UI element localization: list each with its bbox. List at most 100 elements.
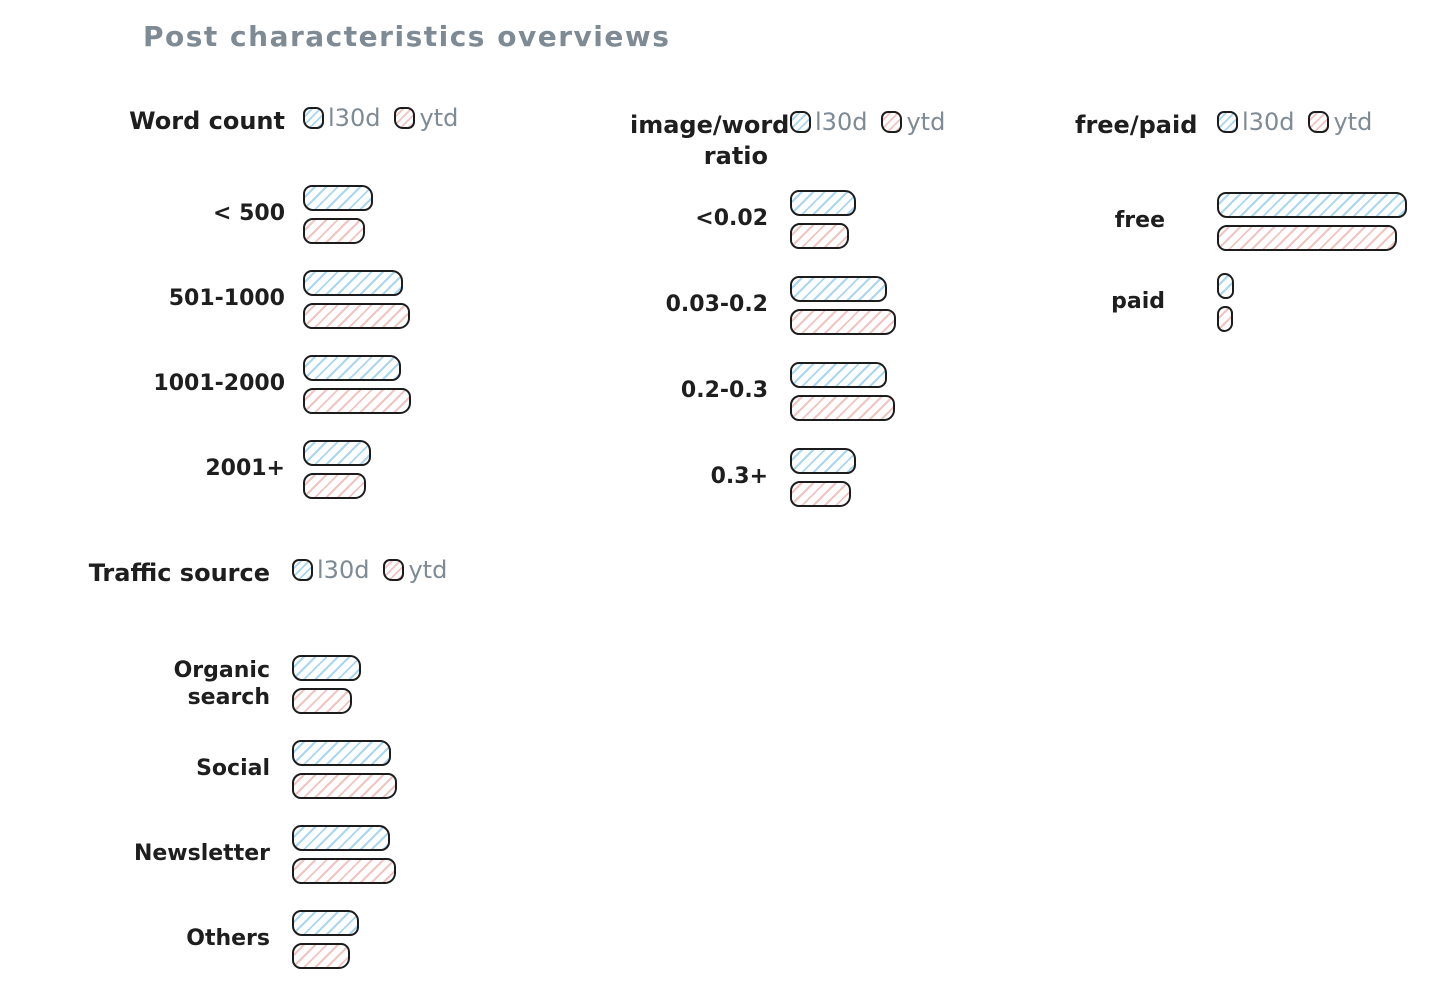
bar-row: < 500: [100, 185, 411, 244]
legend-swatch-l30d-icon: [1217, 111, 1238, 133]
bar-row: Organic search: [85, 655, 397, 714]
category-label: < 500: [212, 201, 285, 227]
bar-row: 0.03-0.2: [630, 276, 896, 335]
word-count-chart: Word count l30d ytd < 500 501-1000 1001-20…: [100, 106, 530, 499]
category-label: Organic search: [173, 658, 270, 710]
legend-label-ytd: ytd: [419, 104, 459, 132]
chart-header: Word count l30d ytd: [100, 106, 530, 137]
bar-row: Newsletter: [85, 825, 397, 884]
bar-row: paid: [1075, 273, 1407, 332]
bar-l30d: [790, 362, 887, 388]
legend-label-l30d: l30d: [1242, 108, 1295, 136]
bar-ytd: [292, 773, 397, 799]
bar-ytd: [292, 688, 352, 714]
category-label: <0.02: [695, 206, 768, 232]
chart-header: Traffic source l30d ytd: [85, 558, 515, 589]
bar-row: Others: [85, 910, 397, 969]
category-label: 0.3+: [710, 464, 768, 490]
bar-row: 501-1000: [100, 270, 411, 329]
bar-pair: [1217, 273, 1234, 332]
bar-pair: [292, 910, 359, 969]
legend: l30d ytd: [292, 556, 461, 584]
bar-l30d: [790, 276, 887, 302]
category-label: 501-1000: [168, 286, 285, 312]
category-label: Others: [186, 926, 270, 952]
bar-ytd: [1217, 306, 1233, 332]
bar-ytd: [790, 395, 895, 421]
bar-pair: [790, 362, 895, 421]
bar-pair: [790, 448, 856, 507]
bar-l30d: [1217, 273, 1234, 299]
bar-ytd: [303, 303, 410, 329]
legend-label-l30d: l30d: [317, 556, 370, 584]
bar-row: Social: [85, 740, 397, 799]
chart-rows: <0.02 0.03-0.2 0.2-0.3 0.3+: [630, 190, 896, 534]
page-title: Post characteristics overviews: [143, 20, 671, 53]
chart-rows: < 500 501-1000 1001-2000 2001+: [100, 185, 411, 525]
bar-pair: [292, 825, 396, 884]
bar-ytd: [303, 388, 411, 414]
chart-title: free/paid: [1075, 111, 1198, 139]
bar-l30d: [292, 825, 390, 851]
bar-row: 1001-2000: [100, 355, 411, 414]
bar-pair: [303, 270, 410, 329]
chart-title: Traffic source: [88, 559, 270, 587]
bar-ytd: [292, 943, 350, 969]
legend-label-l30d: l30d: [328, 104, 381, 132]
legend-label-ytd: ytd: [408, 556, 448, 584]
legend-label-ytd: ytd: [906, 108, 946, 136]
legend-swatch-ytd-icon: [1308, 111, 1330, 133]
legend-swatch-ytd-icon: [881, 111, 903, 133]
bar-row: 0.2-0.3: [630, 362, 896, 421]
bar-ytd: [292, 858, 396, 884]
chart-title: Word count: [129, 107, 285, 135]
bar-ytd: [790, 309, 896, 335]
category-label: 2001+: [205, 456, 285, 482]
legend-swatch-l30d-icon: [790, 111, 811, 133]
bar-l30d: [790, 190, 856, 216]
legend: l30d ytd: [303, 104, 472, 132]
image-word-ratio-chart: image/word ratio l30d ytd <0.02 0.03-0.2 0…: [630, 110, 1060, 507]
bar-l30d: [292, 740, 391, 766]
category-label: 0.2-0.3: [680, 378, 768, 404]
bar-l30d: [292, 655, 361, 681]
bar-l30d: [303, 440, 371, 466]
bar-row: <0.02: [630, 190, 896, 249]
bar-pair: [303, 355, 411, 414]
bar-ytd: [303, 473, 366, 499]
legend-swatch-l30d-icon: [303, 107, 324, 129]
chart-header: free/paid l30d ytd: [1075, 110, 1455, 141]
bar-l30d: [303, 185, 373, 211]
category-label: Social: [196, 756, 270, 782]
free-paid-chart: free/paid l30d ytd free paid: [1075, 110, 1455, 332]
bar-ytd: [790, 481, 851, 507]
bar-pair: [292, 740, 397, 799]
bar-ytd: [303, 218, 365, 244]
legend: l30d ytd: [790, 108, 959, 136]
bar-l30d: [292, 910, 359, 936]
bar-row: 0.3+: [630, 448, 896, 507]
category-label: 1001-2000: [153, 371, 285, 397]
chart-header: image/word ratio l30d ytd: [630, 110, 1060, 172]
bar-l30d: [1217, 192, 1407, 218]
category-label: paid: [1111, 289, 1165, 315]
bar-pair: [1217, 192, 1407, 251]
bar-l30d: [303, 270, 403, 296]
bar-pair: [303, 185, 373, 244]
bar-pair: [790, 190, 856, 249]
bar-row: 2001+: [100, 440, 411, 499]
chart-rows: free paid: [1075, 192, 1407, 354]
legend-swatch-l30d-icon: [292, 559, 313, 581]
bar-l30d: [303, 355, 401, 381]
category-label: free: [1114, 208, 1165, 234]
legend-swatch-ytd-icon: [383, 559, 405, 581]
bar-pair: [292, 655, 361, 714]
category-label: 0.03-0.2: [665, 292, 768, 318]
legend-label-l30d: l30d: [815, 108, 868, 136]
bar-ytd: [790, 223, 849, 249]
bar-row: free: [1075, 192, 1407, 251]
bar-l30d: [790, 448, 856, 474]
bar-ytd: [1217, 225, 1397, 251]
